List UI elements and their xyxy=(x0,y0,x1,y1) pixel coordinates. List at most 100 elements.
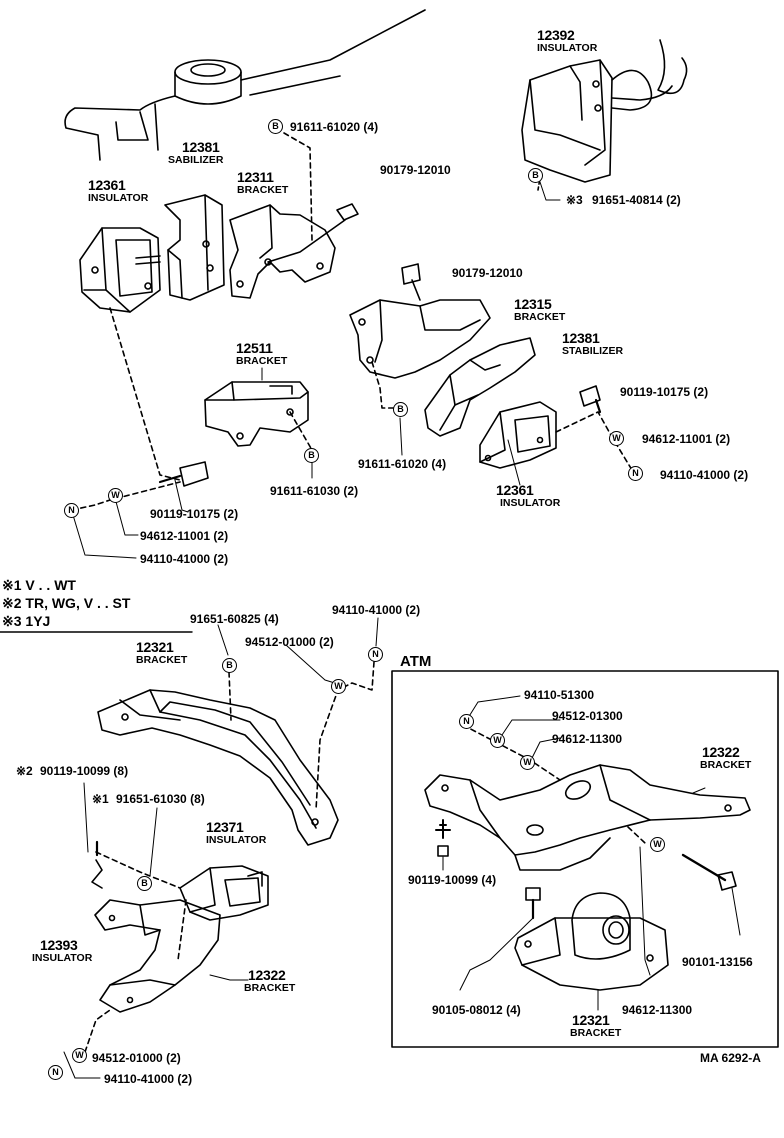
part-91611-61020-top: 91611-61020 (4) xyxy=(290,120,379,134)
symbol-b-bottom: B xyxy=(137,876,152,891)
symbol-b-12392: B xyxy=(528,168,543,183)
symbol-n-left: N xyxy=(64,503,79,518)
symbol-w-atm-3: W xyxy=(650,837,665,852)
stabilizer-12381-drawing xyxy=(164,194,225,301)
part-90119-10175-left: 90119-10175 (2) xyxy=(150,507,239,521)
stabilizer-12381-mid-drawing xyxy=(424,337,536,437)
symbol-w-left: W xyxy=(108,488,123,503)
atm-box-frame xyxy=(391,670,779,1048)
part-number-12392: 12392 xyxy=(537,27,575,43)
part-94110-41000-top: 94110-41000 (2) xyxy=(332,603,421,617)
part-name-insulator-12361: INSULATOR xyxy=(88,192,149,204)
bracket-12311-drawing xyxy=(229,203,359,299)
leader-91611-61020-mid xyxy=(371,361,399,409)
part-name-stabilizer: STABILIZER xyxy=(562,345,624,357)
radiator-hose-drawing xyxy=(64,9,426,161)
part-name-insulator-12393: INSULATOR xyxy=(32,952,93,964)
leader-12361-bolt xyxy=(109,307,181,481)
part-name-bracket-12322-atm: BRACKET xyxy=(700,759,752,771)
part-number-12393: 12393 xyxy=(40,937,78,953)
part-94512-01000-top: 94512-01000 (2) xyxy=(245,635,334,649)
part-94612-11300: 94612-11300 xyxy=(622,1003,693,1017)
part-name-bracket-12315: BRACKET xyxy=(514,311,566,323)
bolt-90119-10175-right-drawing xyxy=(579,385,601,407)
insulator-12371-drawing xyxy=(179,865,269,921)
part-94612-11300-top: 94612-11300 xyxy=(552,732,623,746)
legend-note-2: ※2 TR, WG, V . . ST xyxy=(2,595,131,611)
bracket-12321-atm-drawing xyxy=(514,892,669,991)
note-mark-3: ※3 xyxy=(566,193,583,207)
symbol-b-bolt: B xyxy=(268,119,283,134)
part-number-12315: 12315 xyxy=(514,296,552,312)
part-name-insulator-12392: INSULATOR xyxy=(537,42,598,54)
part-number-12381-mid: 12381 xyxy=(562,330,600,346)
part-number-12381: 12381 xyxy=(182,139,220,155)
part-94612-11001-left: 94612-11001 (2) xyxy=(140,529,229,543)
part-94110-51300: 94110-51300 xyxy=(524,688,595,702)
part-90179-12010-top: 90179-12010 xyxy=(380,163,451,177)
part-90101-13156: 90101-13156 xyxy=(682,955,753,969)
insulator-12361-drawing xyxy=(79,227,161,313)
part-90119-10175-right: 90119-10175 (2) xyxy=(620,385,709,399)
bolt-90119-10099-drawing xyxy=(91,859,103,889)
part-94512-01000-bottom: 94512-01000 (2) xyxy=(92,1051,181,1065)
symbol-w-bottom-top: W xyxy=(331,679,346,694)
part-94110-41000-left: 94110-41000 (2) xyxy=(140,552,229,566)
drawing-reference: MA 6292-A xyxy=(700,1051,761,1065)
symbol-b-12511: B xyxy=(304,448,319,463)
symbol-n-atm: N xyxy=(459,714,474,729)
part-94612-11001-right: 94612-11001 (2) xyxy=(642,432,731,446)
symbol-b-mid: B xyxy=(393,402,408,417)
part-91611-61030-mid: 91611-61030 (2) xyxy=(270,484,359,498)
part-name-insulator-12361-mid: INSULATOR xyxy=(500,497,561,509)
atm-title: ATM xyxy=(400,653,432,670)
bracket-12511-drawing xyxy=(204,381,309,447)
part-90105-08012: 90105-08012 (4) xyxy=(432,1003,521,1017)
part-number-12311: 12311 xyxy=(237,169,274,185)
symbol-w-atm-2: W xyxy=(520,755,535,770)
part-94110-41000-right: 94110-41000 (2) xyxy=(660,468,749,482)
part-name-insulator-12371: INSULATOR xyxy=(206,834,267,846)
part-94512-01300: 94512-01300 xyxy=(552,709,623,723)
symbol-n-bottom: N xyxy=(48,1065,63,1080)
symbol-w-bottom: W xyxy=(72,1048,87,1063)
bolt-90119-10175-left-drawing xyxy=(179,461,209,487)
part-name-bracket-12321: BRACKET xyxy=(136,654,188,666)
note-mark-2: ※2 xyxy=(16,764,33,778)
note-mark-1: ※1 xyxy=(92,792,109,806)
part-name-bracket-12321-atm: BRACKET xyxy=(570,1027,622,1039)
part-name-bracket-12311: BRACKET xyxy=(237,184,289,196)
part-90179-12010-mid: 90179-12010 xyxy=(452,266,523,280)
part-number-12321: 12321 xyxy=(136,639,174,655)
part-number-12322: 12322 xyxy=(248,967,286,983)
part-number-12321-atm: 12321 xyxy=(572,1012,610,1028)
bracket-12322-atm-drawing xyxy=(424,764,751,871)
part-number-12361: 12361 xyxy=(88,177,126,193)
insulator-12393-drawing xyxy=(94,899,221,1013)
symbol-n-right: N xyxy=(628,466,643,481)
legend-note-1: ※1 V . . WT xyxy=(2,577,76,593)
part-number-12361-mid: 12361 xyxy=(496,482,534,498)
insulator-12361-mid-drawing xyxy=(479,401,557,469)
leader-91611-61020-top xyxy=(283,132,313,241)
part-number-12371: 12371 xyxy=(206,819,244,835)
part-91611-61020-mid: 91611-61020 (4) xyxy=(358,457,447,471)
part-name-sabilizer: SABILIZER xyxy=(168,154,224,166)
symbol-w-right: W xyxy=(609,431,624,446)
symbol-b-91651: B xyxy=(222,658,237,673)
symbol-w-atm-1: W xyxy=(490,733,505,748)
part-90119-10099-atm: 90119-10099 (4) xyxy=(408,873,497,887)
part-name-bracket-12322: BRACKET xyxy=(244,982,296,994)
leader-nut-washer-left xyxy=(71,481,181,511)
part-number-12322-atm: 12322 xyxy=(702,744,740,760)
bracket-12315-drawing xyxy=(349,263,491,379)
legend-note-3: ※3 1YJ xyxy=(2,613,51,629)
part-91651-40814: 91651-40814 (2) xyxy=(592,193,681,207)
symbol-n-bottom-top: N xyxy=(368,647,383,662)
part-91651-60825: 91651-60825 (4) xyxy=(190,612,279,626)
part-90119-10099-bottom: 90119-10099 (8) xyxy=(40,764,129,778)
part-91651-61030-bottom: 91651-61030 (8) xyxy=(116,792,205,806)
part-name-bracket-12511: BRACKET xyxy=(236,355,288,367)
